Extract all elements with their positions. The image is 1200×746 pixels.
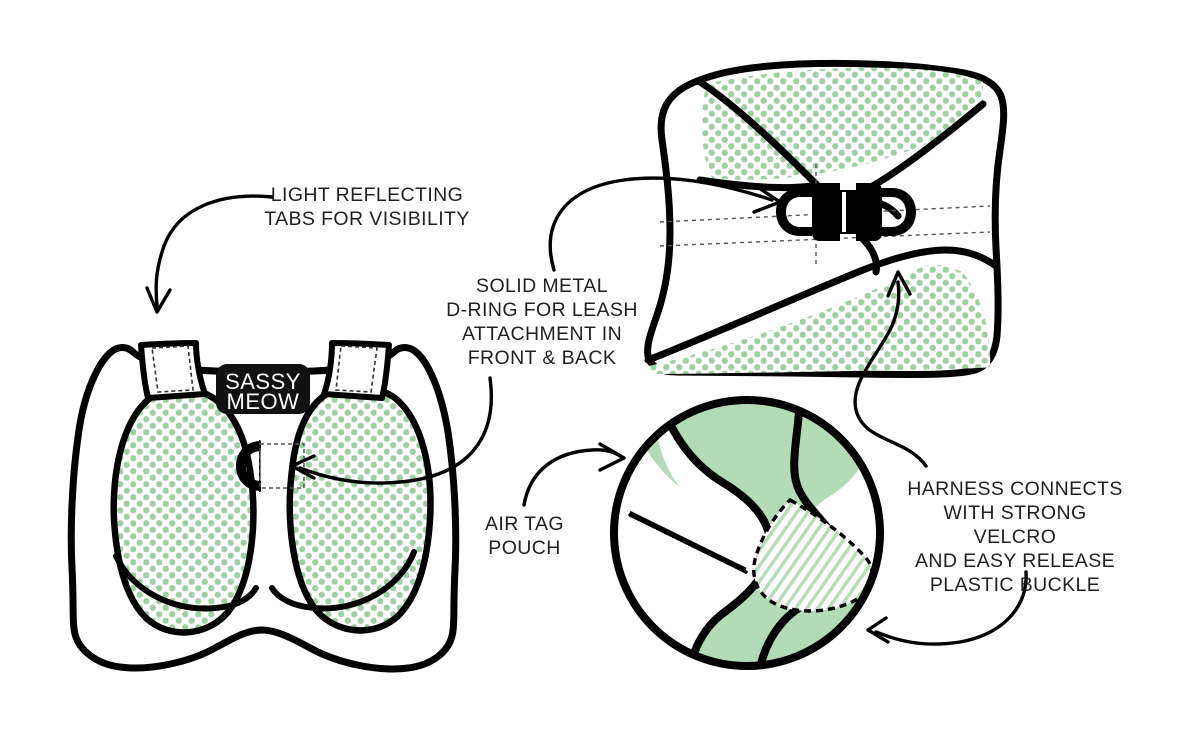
brand-patch: SASSY MEOW: [216, 364, 310, 414]
back-view-stitch-line-bottom: [659, 231, 991, 247]
arrow-reflective-tabs-head: [145, 286, 172, 314]
plastic-buckle-icon: [812, 183, 882, 241]
front-view-illustration: SASSY MEOW: [67, 340, 460, 673]
detail-seam-line: [629, 510, 747, 571]
callout-arrows: [145, 176, 1028, 646]
arrow-reflective-tabs: [154, 194, 274, 308]
callout-label-air-tag-pouch: AIR TAG POUCH: [484, 513, 564, 559]
front-right-panel-outline: [286, 383, 434, 634]
arrow-velcro-detail: [874, 570, 1028, 646]
brand-patch-line2: MEOW: [227, 389, 300, 414]
front-left-dot-panel: [113, 388, 254, 633]
back-view-flap-lower-edge: [858, 234, 880, 276]
arrow-dring-back-head: [752, 184, 782, 214]
front-right-leg-opening: [269, 549, 417, 612]
arrow-dring-back: [548, 176, 774, 272]
d-ring-icon: [776, 188, 812, 236]
detail-circle-pouch: [752, 497, 874, 613]
back-view-d-ring-right: [880, 188, 916, 236]
callout-label-d-ring: SOLID METAL D-RING FOR LEASH ATTACHMENT …: [446, 275, 638, 369]
d-ring-icon: [880, 188, 916, 236]
front-view-reflective-tab-right: [335, 345, 378, 393]
front-view-d-ring-fabric-loop: [259, 443, 305, 489]
front-left-leg-opening: [113, 553, 259, 612]
front-view-d-ring: [236, 440, 305, 492]
d-ring-icon: [236, 441, 261, 491]
brand-patch-line1: SASSY: [225, 369, 301, 394]
back-view-buckle: [812, 183, 882, 241]
detail-seam-stitch-line: [628, 513, 748, 574]
callout-label-reflective-tabs: LIGHT REFLECTING TABS FOR VISIBILITY: [264, 184, 470, 230]
back-view-stitch-line-top: [659, 205, 991, 223]
arrow-velcro-detail-head: [866, 616, 890, 644]
brand-patch-background: [216, 364, 310, 414]
back-view-d-ring-left: [776, 188, 812, 236]
front-right-dot-panel: [289, 386, 431, 631]
arrow-velcro-buckle: [853, 280, 928, 468]
arrow-airtag: [522, 448, 622, 507]
detail-circle-outline: [610, 396, 884, 670]
arrow-dring-front-head: [290, 454, 316, 480]
arrow-airtag-head: [598, 442, 626, 472]
back-view-bottom-band-edge: [644, 246, 1000, 364]
callout-label-velcro-buckle: HARNESS CONNECTS WITH STRONG VELCRO AND …: [907, 478, 1123, 596]
front-view-reflective-tab-left: [151, 345, 194, 393]
detail-circle-illustration: [610, 396, 884, 670]
arrow-velcro-buckle-head: [886, 270, 912, 298]
buckle-slot: [842, 192, 846, 232]
detail-inner-white-s: [640, 400, 771, 666]
back-view-illustration: [644, 59, 1008, 379]
arrow-dring-front: [298, 376, 493, 485]
